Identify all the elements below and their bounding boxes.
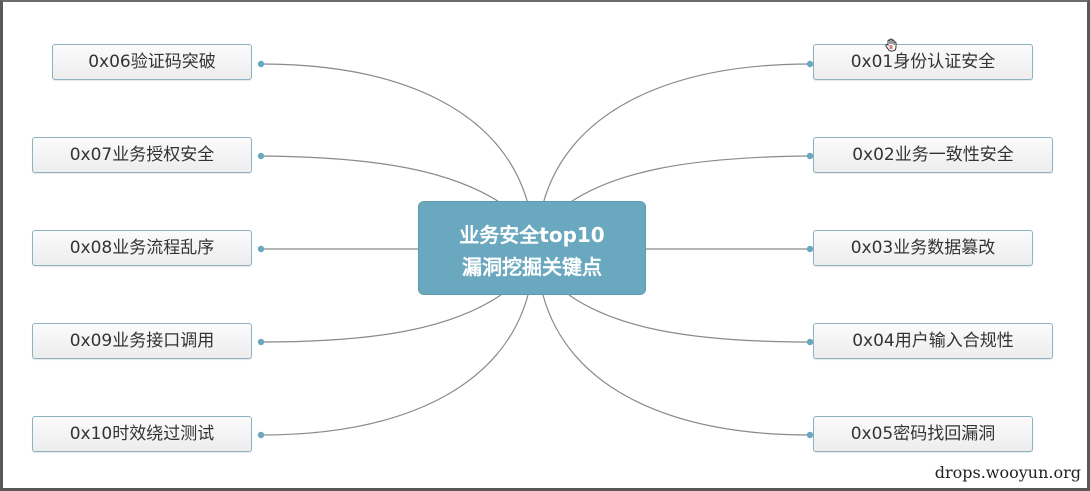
topic-node-left-4[interactable]: 0x09业务接口调用 (32, 323, 252, 359)
connector-right-2 (568, 155, 811, 204)
topic-node-right-4[interactable]: 0x04用户输入合规性 (813, 323, 1053, 359)
topic-node-left-5[interactable]: 0x10时效绕过测试 (32, 416, 252, 452)
topic-node-left-1[interactable]: 0x06验证码突破 (52, 44, 252, 80)
connector-left-5 (260, 294, 529, 436)
connector-left-4 (260, 294, 502, 343)
topic-node-right-5[interactable]: 0x05密码找回漏洞 (813, 416, 1033, 452)
dot-right-2 (806, 152, 814, 160)
dot-right-4 (806, 338, 814, 346)
connector-left-1 (260, 63, 529, 205)
dot-left-1 (257, 60, 265, 68)
central-topic-line-2: 漏洞挖掘关键点 (462, 255, 602, 279)
watermark: drops.wooyun.org (934, 463, 1081, 482)
connector-right-5 (542, 294, 811, 436)
dot-right-1 (806, 60, 814, 68)
dot-left-3 (257, 245, 265, 253)
dot-left-5 (257, 431, 265, 439)
topic-node-left-3[interactable]: 0x08业务流程乱序 (32, 230, 252, 266)
hand-pointer-icon (885, 38, 897, 52)
dot-right-3 (806, 245, 814, 253)
dot-left-2 (257, 152, 265, 160)
connector-right-4 (568, 294, 811, 343)
topic-node-right-2[interactable]: 0x02业务一致性安全 (813, 137, 1053, 173)
connector-right-1 (542, 63, 811, 205)
dot-right-5 (806, 431, 814, 439)
topic-node-left-2[interactable]: 0x07业务授权安全 (32, 137, 252, 173)
central-topic-line-1: 业务安全top10 (459, 223, 605, 247)
connector-left-2 (260, 155, 502, 204)
topic-node-right-3[interactable]: 0x03业务数据篡改 (813, 230, 1033, 266)
connector-layer (257, 60, 814, 439)
central-topic-node[interactable]: 业务安全top10 漏洞挖掘关键点 (418, 201, 646, 295)
dot-left-4 (257, 338, 265, 346)
topic-node-right-1[interactable]: 0x01身份认证安全 (813, 44, 1033, 80)
